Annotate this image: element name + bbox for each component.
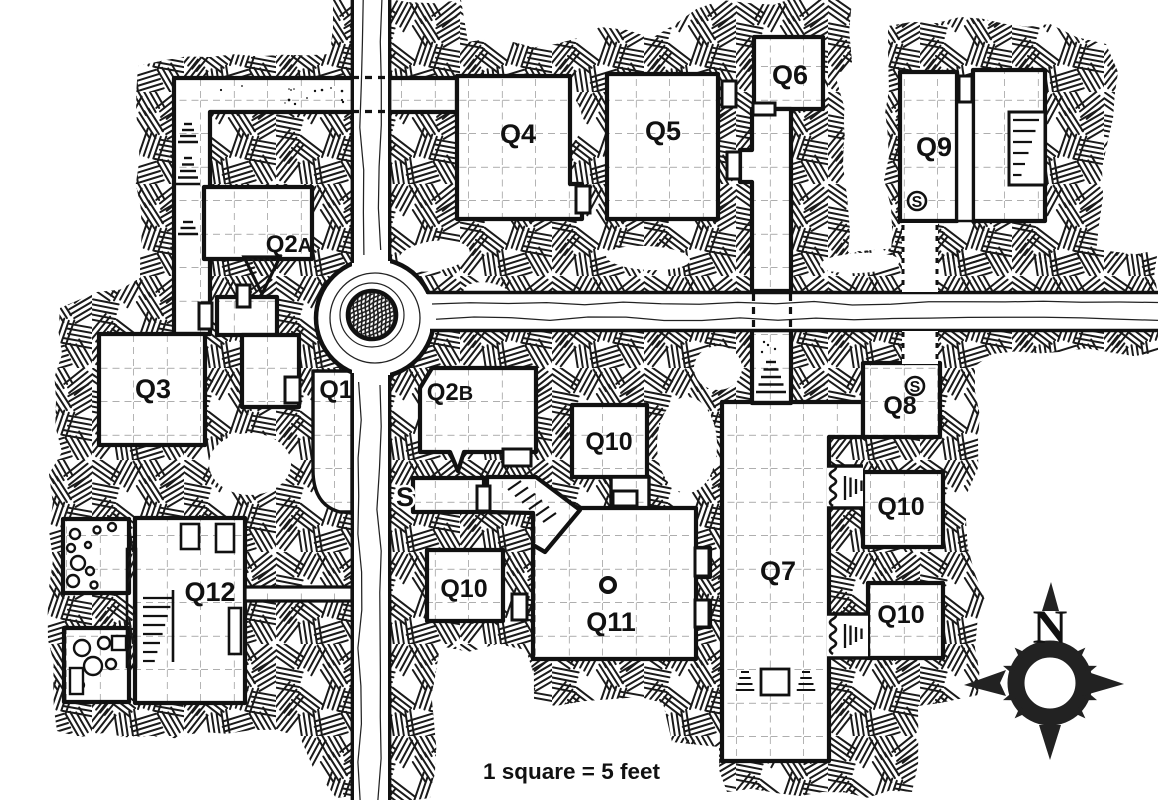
svg-text:Q2A: Q2A [266,231,312,258]
svg-text:Q5: Q5 [645,116,681,146]
svg-text:Q7: Q7 [760,556,796,586]
svg-text:S: S [396,482,414,512]
svg-text:Q10: Q10 [877,601,924,629]
svg-text:Q9: Q9 [916,132,952,162]
svg-text:Q12: Q12 [184,577,235,607]
svg-text:Q8: Q8 [883,392,916,420]
svg-text:N: N [1033,601,1068,654]
svg-text:Q6: Q6 [772,60,808,90]
svg-text:Q10: Q10 [585,428,632,456]
svg-text:Q10: Q10 [440,575,487,603]
svg-text:Q3: Q3 [135,374,171,404]
svg-text:Q4: Q4 [500,119,536,149]
svg-text:1 square = 5 feet: 1 square = 5 feet [483,759,660,784]
svg-text:Q1: Q1 [319,376,352,404]
svg-text:S: S [912,194,923,211]
svg-text:S: S [910,379,921,396]
svg-text:Q10: Q10 [877,493,924,521]
svg-text:Q11: Q11 [586,607,636,637]
svg-text:Q2B: Q2B [427,379,473,406]
